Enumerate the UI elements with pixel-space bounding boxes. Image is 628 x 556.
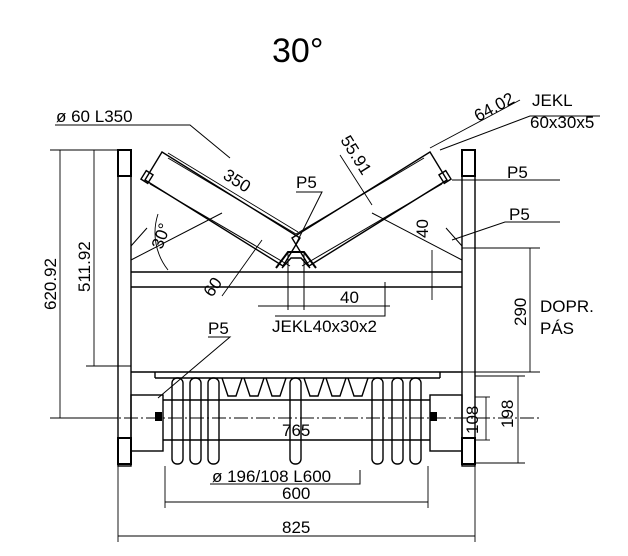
return-roller: [130, 377, 463, 465]
dim-40-horizontal: 40: [340, 288, 359, 307]
dim-198: 198: [498, 400, 517, 428]
dim-511-92: 511.92: [75, 241, 94, 292]
p5-label-left: P5: [208, 319, 229, 338]
leader-lines: [55, 115, 600, 485]
return-roller-label: ø 196/108 L600: [212, 467, 331, 486]
dim-825: 825: [282, 518, 310, 537]
title-angle: 30°: [272, 32, 323, 70]
dim-765: 765: [282, 421, 310, 440]
dopr-line1: DOPR.: [540, 297, 594, 316]
wing-supports: [130, 212, 463, 261]
dim-290: 290: [511, 298, 530, 326]
center-bracket: [275, 251, 317, 310]
dopr-line2: PÁS: [540, 319, 574, 338]
right-wing-roller: [291, 151, 453, 267]
dim-108: 108: [463, 406, 482, 434]
dim-55-91: 55.91: [337, 132, 376, 178]
dim-64-02: 64.02: [471, 89, 517, 126]
p5-label-right-top: P5: [507, 163, 528, 182]
angle-30: 30°: [148, 221, 175, 252]
jekl-bottom-label: JEKL40x30x2: [272, 317, 377, 336]
jekl-top-line1: JEKL: [532, 91, 573, 110]
dim-60: 60: [200, 274, 226, 300]
left-wing-roller: [139, 151, 301, 267]
dim-40-vertical: 40: [413, 219, 432, 238]
jekl-top-line2: 60x30x5: [530, 113, 594, 132]
p5-label-center: P5: [296, 173, 317, 192]
dim-620-92: 620.92: [41, 258, 60, 310]
p5-label-right-mid: P5: [509, 205, 530, 224]
dimension-lines: [50, 99, 540, 542]
dim-600: 600: [282, 484, 310, 503]
roller-label: ø 60 L350: [56, 107, 133, 126]
